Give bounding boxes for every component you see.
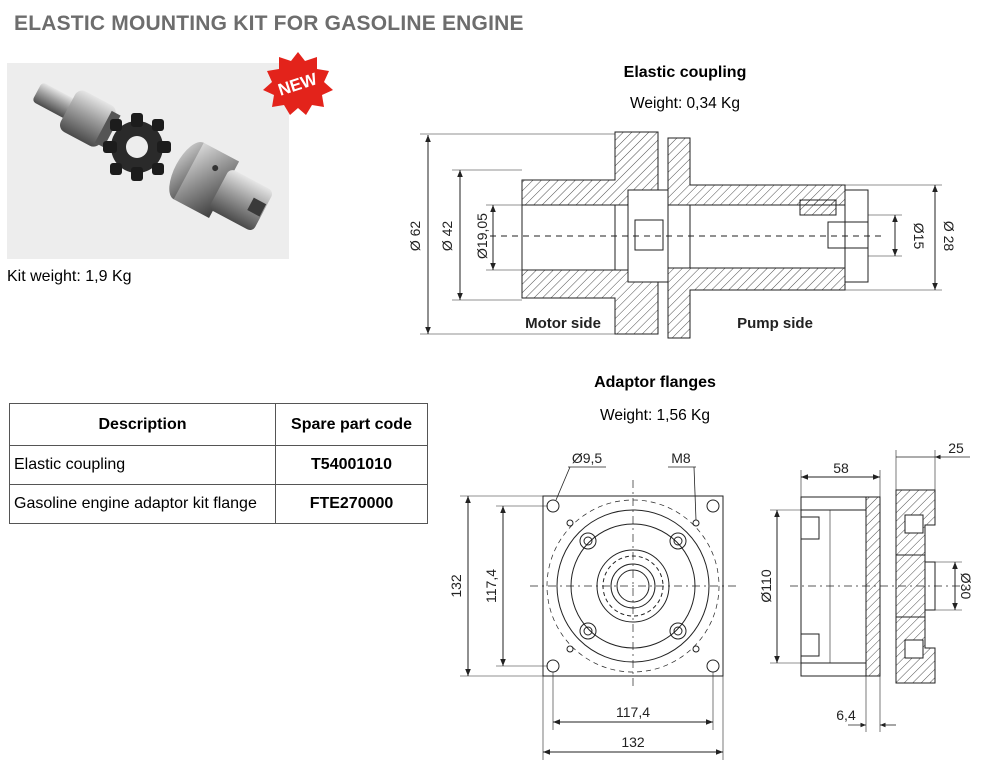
coupling-weight: Weight: 0,34 Kg bbox=[629, 95, 740, 112]
flange-front-dimensions: Ø9,5 M8 132 117,4 117,4 132 bbox=[448, 450, 691, 750]
dim-d110: Ø110 bbox=[758, 569, 774, 602]
coupling-title: Elastic coupling bbox=[623, 64, 747, 81]
spare-parts-table: Description Spare part code Elastic coup… bbox=[9, 403, 428, 524]
row-code: FTE270000 bbox=[275, 484, 428, 524]
motor-side-label: Motor side bbox=[525, 315, 601, 332]
pump-side-label: Pump side bbox=[737, 315, 813, 332]
flange-front-view bbox=[460, 466, 740, 760]
dim-w64: 6,4 bbox=[836, 707, 856, 723]
row-code: T54001010 bbox=[275, 445, 428, 485]
row-description: Gasoline engine adaptor kit flange bbox=[9, 484, 276, 524]
flange-side-dimensions: 58 25 Ø110 Ø30 6,4 bbox=[758, 440, 974, 723]
dim-d1905: Ø19,05 bbox=[474, 213, 490, 259]
dim-h1174: 117,4 bbox=[483, 569, 499, 603]
dim-d15: Ø15 bbox=[911, 223, 927, 250]
coupling-drawing bbox=[420, 131, 942, 339]
header-spare-part-code: Spare part code bbox=[275, 403, 428, 446]
dim-d42: Ø 42 bbox=[439, 221, 455, 252]
coupling-dimensions: Ø 62 Ø 42 Ø19,05 Ø15 Ø 28 Motor side Pum… bbox=[407, 213, 957, 332]
dim-d30: Ø30 bbox=[958, 573, 974, 600]
table-row: Elastic coupling T54001010 bbox=[9, 445, 428, 485]
kit-weight: Kit weight: 1,9 Kg bbox=[7, 268, 132, 285]
flange-side-view bbox=[770, 450, 970, 732]
dim-w58: 58 bbox=[833, 460, 849, 476]
page-title: ELASTIC MOUNTING KIT FOR GASOLINE ENGINE bbox=[14, 12, 524, 35]
dim-m8: M8 bbox=[671, 450, 691, 466]
dim-d95: Ø9,5 bbox=[572, 450, 603, 466]
flanges-title: Adaptor flanges bbox=[594, 374, 716, 391]
row-description: Elastic coupling bbox=[9, 445, 276, 485]
dim-h132: 132 bbox=[448, 574, 464, 598]
dim-d28: Ø 28 bbox=[941, 221, 957, 252]
dim-w132: 132 bbox=[621, 734, 645, 750]
new-badge: NEW bbox=[262, 52, 334, 116]
dim-w1174: 117,4 bbox=[616, 704, 650, 720]
flanges-weight: Weight: 1,56 Kg bbox=[599, 407, 710, 424]
coupling-photo-illustration bbox=[33, 83, 272, 230]
product-photo bbox=[7, 63, 289, 259]
table-header-row: Description Spare part code bbox=[9, 403, 428, 446]
dim-d62: Ø 62 bbox=[407, 221, 423, 252]
dim-w25: 25 bbox=[948, 440, 964, 456]
table-row: Gasoline engine adaptor kit flange FTE27… bbox=[9, 484, 428, 524]
